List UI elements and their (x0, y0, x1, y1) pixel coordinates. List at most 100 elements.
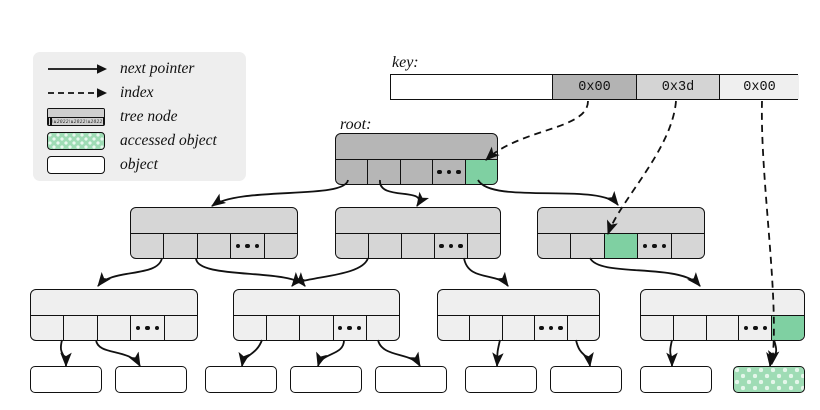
tree-node-slot[interactable] (571, 234, 605, 258)
tree-node-slot-row (31, 315, 197, 340)
legend-row-index: index (45, 82, 154, 104)
key-cell-3: 0x00 (720, 75, 799, 99)
ellipsis-icon (539, 325, 563, 331)
tree-node-slot[interactable] (336, 234, 369, 258)
tree-node-slot-row (234, 315, 399, 340)
tree-node-slot[interactable] (198, 234, 232, 258)
tree-node-slot-row (336, 159, 497, 184)
arrow-dashed-icon (45, 83, 110, 103)
tree-node-body (438, 290, 599, 315)
tree-node-slot[interactable] (231, 234, 265, 258)
tree-node-slot-row (641, 315, 804, 340)
tree-node-slot[interactable] (334, 316, 367, 340)
legend-label-object: object (120, 156, 158, 174)
tree-node-slot[interactable] (369, 234, 402, 258)
ellipsis-icon (642, 243, 667, 249)
root-label: root: (340, 116, 372, 133)
legend-row-accessed-object: accessed object (45, 130, 217, 152)
key-label: key: (392, 54, 419, 71)
accessed-object[interactable] (733, 366, 805, 393)
tree-node-level-3-2[interactable] (437, 289, 600, 341)
tree-node-body (131, 208, 297, 233)
tree-node-slot-highlighted[interactable] (772, 316, 804, 340)
tree-node-level-2-1[interactable] (335, 207, 501, 259)
tree-node-slot[interactable] (131, 316, 165, 340)
tree-node-level-3-1[interactable] (233, 289, 400, 341)
object[interactable] (640, 366, 712, 393)
key-cell-1: 0x00 (553, 75, 637, 99)
key-cell-0 (391, 75, 553, 99)
tree-node-slot[interactable] (131, 234, 165, 258)
tree-node-level-2-0[interactable] (130, 207, 298, 259)
tree-node-level-3-3[interactable] (640, 289, 805, 341)
tree-node-slot[interactable] (300, 316, 334, 340)
tree-node-slot[interactable] (265, 234, 297, 258)
tree-node-body (538, 208, 704, 233)
tree-node-body (641, 290, 804, 315)
ellipsis-icon (743, 325, 768, 331)
tree-node-slot[interactable] (674, 316, 707, 340)
tree-node-slot[interactable] (234, 316, 268, 340)
tree-node-slot-row (131, 233, 297, 258)
accessed-object-icon (45, 131, 110, 151)
ellipsis-icon (135, 325, 160, 331)
tree-node-slot[interactable] (433, 160, 466, 184)
object[interactable] (290, 366, 362, 393)
legend-row-object: object (45, 154, 158, 176)
object[interactable] (115, 366, 187, 393)
object[interactable] (30, 366, 102, 393)
tree-node-slot-row (438, 315, 599, 340)
tree-node-slot-highlighted[interactable] (604, 234, 639, 258)
tree-node-slot[interactable] (402, 234, 435, 258)
legend-row-tree-node: \u2022\u2022\u2022 tree node (45, 106, 178, 128)
tree-node-slot[interactable] (470, 316, 503, 340)
tree-node-root-level-0[interactable] (335, 133, 498, 185)
tree-node-slot[interactable] (435, 234, 468, 258)
tree-node-slot[interactable] (267, 316, 301, 340)
ellipsis-icon (437, 169, 461, 175)
tree-node-slot[interactable] (535, 316, 568, 340)
object[interactable] (550, 366, 622, 393)
object[interactable] (205, 366, 277, 393)
object-icon (45, 155, 110, 175)
tree-node-slot[interactable] (336, 160, 369, 184)
tree-node-body (336, 134, 497, 159)
object[interactable] (465, 366, 537, 393)
tree-node-level-2-2[interactable] (537, 207, 705, 259)
tree-node-slot-row (538, 233, 704, 258)
tree-node-slot[interactable] (641, 316, 674, 340)
tree-node-slot[interactable] (568, 316, 599, 340)
arrow-solid-icon (45, 59, 110, 79)
tree-node-slot[interactable] (367, 316, 399, 340)
tree-node-body (234, 290, 399, 315)
tree-node-slot[interactable] (739, 316, 773, 340)
key-cell-2: 0x3d (637, 75, 720, 99)
tree-node-slot[interactable] (64, 316, 98, 340)
tree-node-slot[interactable] (707, 316, 740, 340)
tree-node-slot[interactable] (98, 316, 132, 340)
tree-node-body (31, 290, 197, 315)
tree-node-slot[interactable] (468, 234, 500, 258)
tree-node-slot[interactable] (164, 234, 198, 258)
object[interactable] (375, 366, 447, 393)
tree-node-icon: \u2022\u2022\u2022 (45, 107, 110, 127)
tree-node-slot[interactable] (503, 316, 536, 340)
tree-node-slot[interactable] (401, 160, 434, 184)
legend-label-accessed-object: accessed object (120, 132, 217, 150)
ellipsis-icon (439, 243, 463, 249)
tree-node-slot[interactable] (638, 234, 672, 258)
legend-panel: next pointer index \u2022\u2022\u2022 (33, 52, 246, 181)
tree-node-slot-highlighted[interactable] (465, 160, 497, 184)
tree-node-slot[interactable] (368, 160, 401, 184)
tree-node-slot[interactable] (438, 316, 471, 340)
tree-node-body (336, 208, 500, 233)
tree-node-slot[interactable] (31, 316, 65, 340)
tree-node-slot[interactable] (538, 234, 572, 258)
ellipsis-icon (337, 325, 362, 331)
legend-label-index: index (120, 84, 154, 102)
tree-node-slot[interactable] (165, 316, 197, 340)
tree-node-slot[interactable] (672, 234, 704, 258)
tree-node-level-3-0[interactable] (30, 289, 198, 341)
